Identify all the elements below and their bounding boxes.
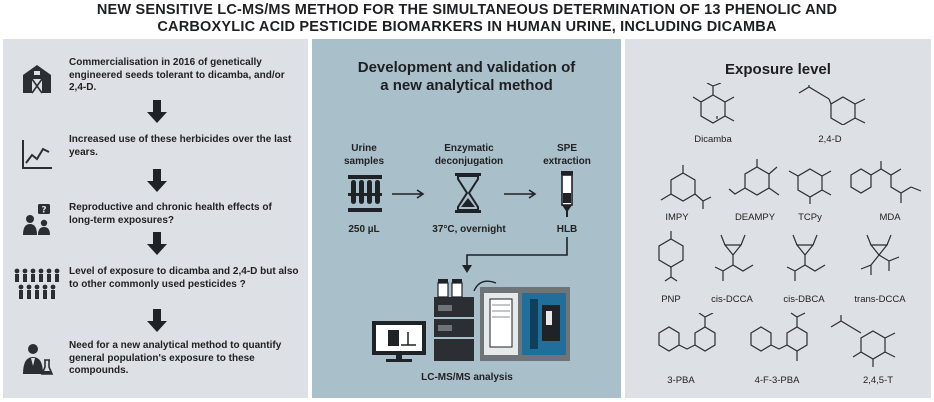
step-text: Commercialisation in 2016 of genetically…: [69, 57, 285, 93]
scientist-icon: [23, 344, 54, 375]
spe-cartridge-icon: [561, 171, 573, 217]
exposure-title: Exposure level: [725, 61, 831, 78]
down-arrow-icon: [147, 100, 167, 123]
volume-value: 250 µL: [348, 224, 380, 235]
trans-dcca-structure-icon: [860, 234, 900, 275]
right-arrow-icon: [504, 189, 537, 199]
24d-structure-icon: [798, 85, 866, 125]
step-commercialisation: Commercialisation in 2016 of genetically…: [3, 57, 308, 99]
step-exposure-level: Level of exposure to dicamba and 2,4-D b…: [3, 263, 308, 305]
compound-label: cis-DBCA: [783, 294, 825, 305]
deampy-structure-icon: [728, 159, 780, 196]
compound-label: TCPy: [798, 212, 822, 223]
compound-label: 4-F-3-PBA: [754, 375, 800, 386]
4f3pba-structure-icon: [750, 312, 808, 361]
title-line-2: CARBOXYLIC ACID PESTICIDE BIOMARKERS IN …: [157, 19, 777, 35]
crowd-icon: [14, 268, 60, 299]
family-question-icon: ?: [23, 204, 50, 235]
compound-label: cis-DCCA: [711, 294, 753, 305]
down-arrow-icon: [147, 232, 167, 255]
step-text: Reproductive and chronic health effects …: [69, 202, 272, 226]
trend-chart-icon: [22, 140, 52, 169]
down-arrow-icon: [147, 169, 167, 192]
compound-label: MDA: [879, 212, 901, 223]
down-arrow-icon: [147, 309, 167, 332]
pnp-structure-icon: [658, 231, 684, 282]
245t-structure-icon: [830, 315, 896, 367]
cis-dcca-structure-icon: [714, 234, 754, 281]
step-increased-use: Increased use of these herbicides over t…: [3, 134, 308, 176]
elbow-arrow-icon: [462, 237, 568, 273]
hourglass-icon: [455, 173, 481, 213]
svg-text:?: ?: [41, 206, 46, 216]
compound-label: DEAMPY: [734, 212, 776, 223]
compound-label: 2,4-D: [818, 134, 842, 145]
compound-label: Dicamba: [694, 134, 732, 145]
step-text: Level of exposure to dicamba and 2,4-D b…: [69, 266, 299, 290]
compound-label: IMPY: [665, 212, 689, 223]
dicamba-structure-icon: [692, 83, 735, 124]
title-line-1: NEW SENSITIVE LC-MS/MS METHOD FOR THE SI…: [96, 2, 838, 18]
compound-label: 3-PBA: [667, 375, 695, 386]
compound-label: PNP: [661, 294, 681, 305]
lcms-label: LC-MS/MS analysis: [421, 372, 513, 383]
3pba-structure-icon: [658, 313, 716, 352]
test-tubes-icon: [348, 175, 382, 212]
exposure-panel: Exposure level Dicamba 2,4-D IMPY DEAMPY: [625, 39, 931, 398]
cis-dbca-structure-icon: [786, 234, 826, 281]
incubation-value: 37°C, overnight: [432, 224, 506, 235]
impy-structure-icon: [660, 165, 712, 209]
method-panel: Development and validation of a new anal…: [312, 39, 621, 398]
figure-title: NEW SENSITIVE LC-MS/MS METHOD FOR THE SI…: [0, 2, 934, 36]
compound-label: 2,4,5-T: [862, 375, 894, 386]
method-title: Development and validation of a new anal…: [357, 59, 576, 94]
lcms-instrument-icon: [372, 279, 570, 362]
barn-icon: [23, 65, 51, 94]
rationale-panel: Commercialisation in 2016 of genetically…: [3, 39, 308, 398]
step-need-method: Need for a new analytical method to quan…: [3, 338, 308, 380]
sorbent-value: HLB: [556, 224, 578, 235]
step-health-effects: ? Reproductive and chronic health effect…: [3, 200, 308, 242]
right-arrow-icon: [392, 189, 425, 199]
step-text: Increased use of these herbicides over t…: [69, 134, 292, 158]
tcpy-structure-icon: [788, 168, 832, 204]
mda-structure-icon: [850, 161, 922, 203]
compound-label: trans-DCCA: [854, 294, 906, 305]
step-text: Need for a new analytical method to quan…: [69, 340, 282, 376]
